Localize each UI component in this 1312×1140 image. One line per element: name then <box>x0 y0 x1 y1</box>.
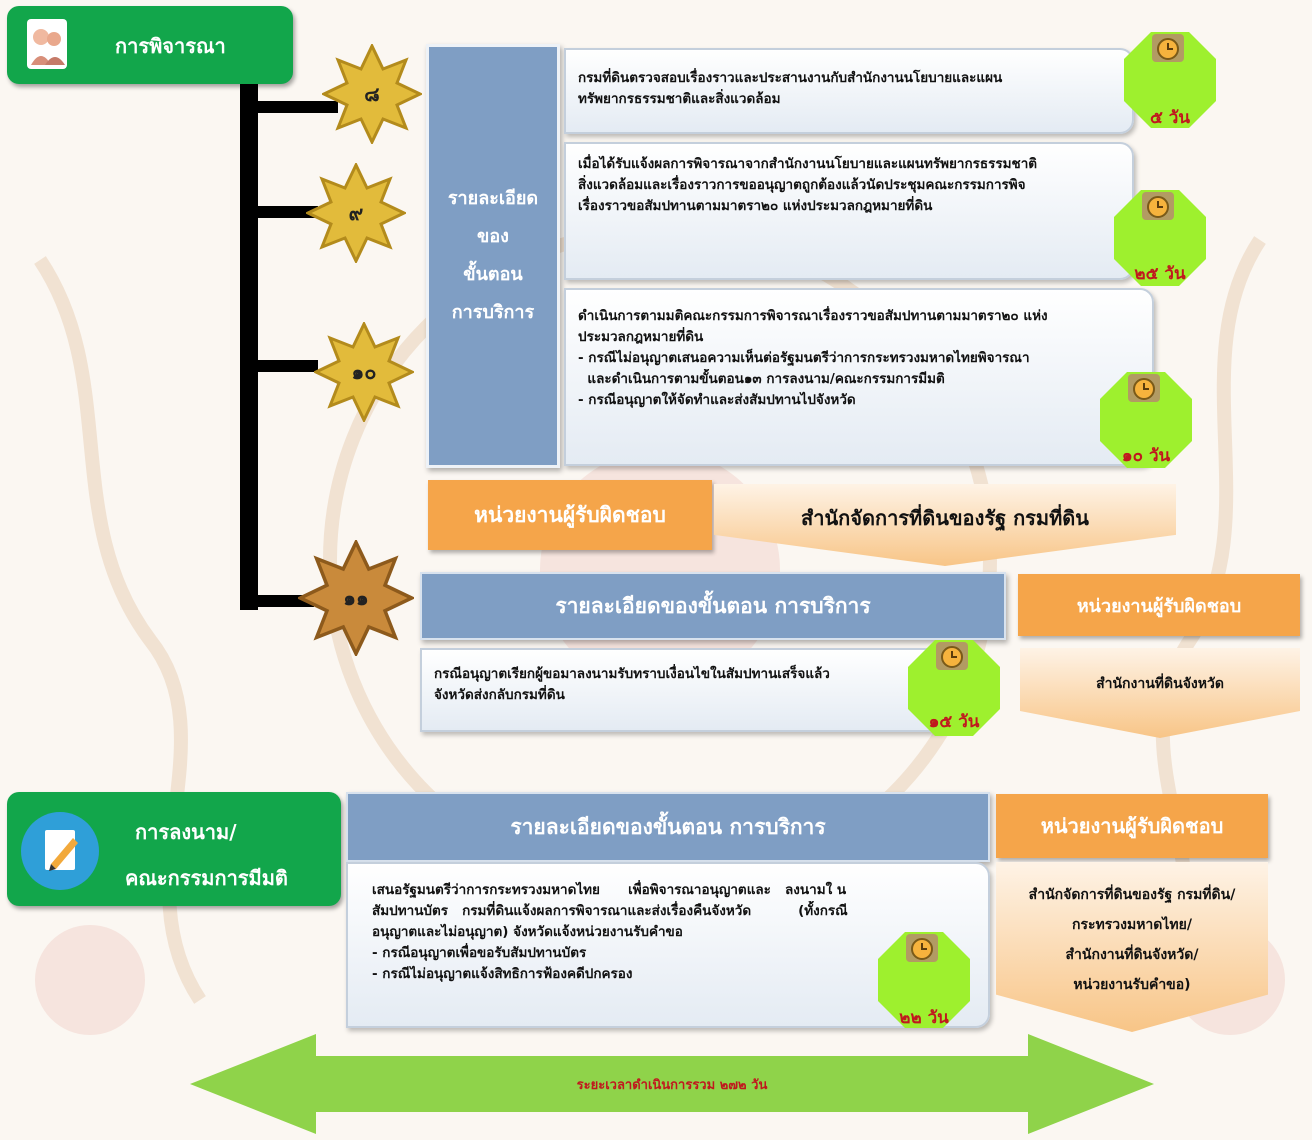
step-11-header: รายละเอียดของขั้นตอน การบริการ <box>420 572 1006 640</box>
agency-multi-line-3: สำนักงานที่ดินจังหวัด/ <box>1065 947 1199 963</box>
step-12-line-2: สัมปทานบัตร กรมที่ดินแจ้งผลการพิจารณาและ… <box>372 903 848 919</box>
step-12-duration: ๒๒ วัน <box>878 932 970 1028</box>
step-10-line-1: ดำเนินการตามมติคณะกรรมการพิจารณาเรื่องรา… <box>578 308 1048 324</box>
section-sign: การลงนาม/ คณะกรรมการมีมติ <box>7 792 341 906</box>
step-11-line-2: จังหวัดส่งกลับกรมที่ดิน <box>434 687 565 703</box>
step-8-duration: ๕ วัน <box>1124 32 1216 128</box>
step-10-line-3: - กรณีไม่อนุญาตเสนอความเห็นต่อรัฐมนตรีว่… <box>578 350 1030 366</box>
step-9-days: ๒๕ วัน <box>1134 264 1186 284</box>
step-10-duration: ๑๐ วัน <box>1100 372 1192 468</box>
step-9-line-1: เมื่อได้รับแจ้งผลการพิจารณาจากสำนักงานนโ… <box>578 156 1038 172</box>
step-12-line-1: เสนอรัฐมนตรีว่าการกระทรวงมหาดไทย เพื่อพิ… <box>372 882 847 898</box>
step-10-days: ๑๐ วัน <box>1121 446 1171 466</box>
step-9-star: ๙ <box>304 161 408 265</box>
detail-vertical-line-3: ขั้นตอน <box>463 264 523 285</box>
detail-vertical-label: รายละเอียด ของ ขั้นตอน การบริการ <box>426 44 560 468</box>
agency-multi-line-1: สำนักจัดการที่ดินของรัฐ กรมที่ดิน/ <box>1028 887 1236 903</box>
step-11-detail: กรณีอนุญาตเรียกผู้ขอมาลงนามรับทราบเงื่อน… <box>420 648 952 732</box>
step-8-days: ๕ วัน <box>1150 108 1190 128</box>
step-10-line-2: ประมวลกฎหมายที่ดิน <box>578 329 704 345</box>
alarm-clock-icon <box>1142 192 1174 220</box>
step-12-days: ๒๒ วัน <box>899 1008 949 1028</box>
detail-vertical-line-1: รายละเอียด <box>447 188 539 209</box>
tree-branch-9 <box>240 206 318 218</box>
tree-branch-8 <box>240 101 338 113</box>
agency-multi-line-4: หน่วยงานรับคำขอ) <box>1073 977 1191 993</box>
step-12-line-4: - กรณีอนุญาตเพื่อขอรับสัมปทานบัตร <box>372 945 587 961</box>
total-duration-text: ระยะเวลาดำเนินการรวม ๒๗๒ วัน <box>576 1078 768 1093</box>
step-10-number: ๑๐ <box>351 360 377 384</box>
alarm-clock-icon <box>1128 374 1160 402</box>
agency-multi-line-2: กระทรวงมหาดไทย/ <box>1072 917 1192 933</box>
alarm-clock-icon <box>1152 34 1184 62</box>
section-consider-title: การพิจารณา <box>115 34 226 58</box>
step-11-days: ๑๕ วัน <box>928 712 980 732</box>
step-9-line-3: เรื่องราวขอสัมปทานตามมาตรา๒๐ แห่งประมวลก… <box>578 198 933 214</box>
step-10-detail: ดำเนินการตามมติคณะกรรมการพิจารณาเรื่องรา… <box>564 288 1154 466</box>
step-11-line-1: กรณีอนุญาตเรียกผู้ขอมาลงนามรับทราบเงื่อน… <box>434 666 830 682</box>
step-10-line-5: - กรณีอนุญาตให้จัดทำและส่งสัมปทานไปจังหว… <box>578 392 856 408</box>
agency-state-land-text: สำนักจัดการที่ดินของรัฐ กรมที่ดิน <box>801 506 1089 530</box>
pen-on-paper-icon <box>21 812 99 890</box>
responsible-label-1: หน่วยงานผู้รับผิดชอบ <box>428 480 712 550</box>
agency-multi: สำนักจัดการที่ดินของรัฐ กรมที่ดิน/ กระทร… <box>996 862 1268 1032</box>
step-12-line-5: - กรณีไม่อนุญาตแจ้งสิทธิการฟ้องคดีปกครอง <box>372 966 633 982</box>
section-sign-title-2: คณะกรรมการมีมติ <box>125 866 288 890</box>
step-10-star: ๑๐ <box>312 320 416 424</box>
alarm-clock-icon <box>906 934 938 962</box>
responsible-label-3: หน่วยงานผู้รับผิดชอบ <box>996 794 1268 858</box>
step-9-line-2: สิ่งแวดล้อมและเรื่องราวการขออนุญาตถูกต้อ… <box>578 177 1026 193</box>
detail-vertical-line-4: การบริการ <box>451 302 535 323</box>
step-8-detail: กรมที่ดินตรวจสอบเรื่องราวและประสานงานกับ… <box>564 48 1134 134</box>
responsible-label-2: หน่วยงานผู้รับผิดชอบ <box>1018 574 1300 636</box>
step-9-number: ๙ <box>348 201 364 225</box>
step-10-line-4: และดำเนินการตามขั้นตอน๑๓ การลงนาม/คณะกรร… <box>578 371 945 387</box>
step-8-line-2: ทรัพยากรธรรมชาติและสิ่งแวดล้อม <box>578 91 781 107</box>
tree-trunk <box>240 84 258 610</box>
total-duration-arrow: ระยะเวลาดำเนินการรวม ๒๗๒ วัน <box>190 1034 1154 1134</box>
step-11-number: ๑๑ <box>343 586 369 610</box>
tree-branch-10 <box>240 360 318 372</box>
tree-branch-11 <box>240 595 314 607</box>
agency-provincial-text: สำนักงานที่ดินจังหวัด <box>1096 676 1224 692</box>
step-11-star: ๑๑ <box>296 538 416 658</box>
step-11-duration: ๑๕ วัน <box>908 640 1000 736</box>
section-sign-title-1: การลงนาม/ <box>135 820 237 844</box>
step-8-line-1: กรมที่ดินตรวจสอบเรื่องราวและประสานงานกับ… <box>578 70 1003 86</box>
people-portrait-icon <box>27 19 67 69</box>
step-9-detail: เมื่อได้รับแจ้งผลการพิจารณาจากสำนักงานนโ… <box>564 142 1134 280</box>
section-consider: การพิจารณา <box>7 6 293 84</box>
step-9-duration: ๒๕ วัน <box>1114 190 1206 286</box>
step-8-number: ๘ <box>364 82 380 106</box>
step-12-header: รายละเอียดของขั้นตอน การบริการ <box>346 792 990 862</box>
step-12-line-3: อนุญาตและไม่อนุญาต) จังหวัดแจ้งหน่วยงานร… <box>372 924 683 940</box>
detail-vertical-line-2: ของ <box>477 226 509 247</box>
alarm-clock-icon <box>936 642 968 670</box>
step-8-star: ๘ <box>320 42 424 146</box>
